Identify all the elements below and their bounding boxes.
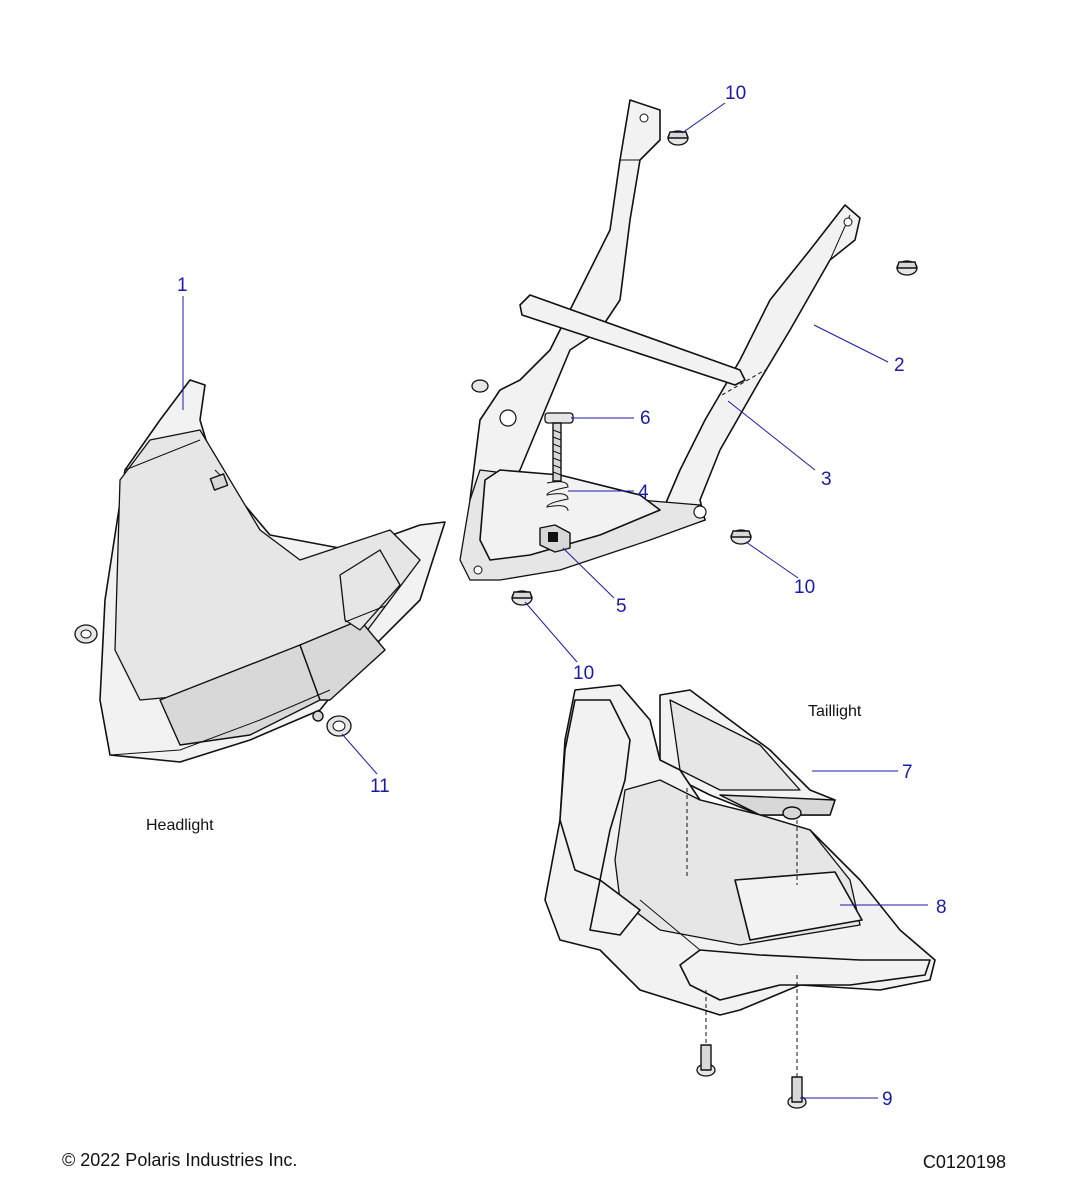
adjuster-bolt — [544, 412, 574, 482]
screw-10-right-top — [896, 260, 918, 276]
grommet-left — [74, 624, 98, 644]
callout-1: 1 — [177, 275, 188, 296]
callout-10-middle: 10 — [794, 577, 815, 598]
headlight-assembly — [99, 379, 446, 763]
headlight-bracket — [459, 99, 861, 581]
callout-10-bottom: 10 — [573, 663, 594, 684]
callout-8: 8 — [936, 897, 947, 918]
clip-nut — [539, 524, 571, 553]
screw-10-top — [667, 130, 689, 146]
callout-10-top: 10 — [725, 83, 746, 104]
adjuster-spring — [546, 481, 569, 512]
callout-6: 6 — [640, 408, 651, 429]
stud-left — [471, 379, 489, 393]
leader-lines — [182, 102, 928, 1099]
screw-9-left — [696, 1044, 716, 1077]
copyright-notice: © 2022 Polaris Industries Inc. — [62, 1150, 297, 1170]
grommet-part-11 — [312, 710, 352, 737]
callout-4: 4 — [638, 482, 649, 503]
callout-5: 5 — [616, 596, 627, 617]
callout-2: 2 — [894, 355, 905, 376]
callout-3: 3 — [821, 469, 832, 490]
diagram-code: C0120198 — [923, 1152, 1006, 1172]
taillight-housing — [544, 684, 936, 1080]
callout-11: 11 — [370, 776, 390, 797]
screw-10-bottom — [511, 590, 533, 606]
screw-9-right — [787, 1076, 807, 1109]
callout-9: 9 — [882, 1089, 893, 1110]
taillight-label: Taillight — [808, 703, 862, 720]
callout-7: 7 — [902, 762, 913, 783]
headlight-label: Headlight — [146, 817, 214, 834]
screw-10-middle — [730, 529, 752, 545]
